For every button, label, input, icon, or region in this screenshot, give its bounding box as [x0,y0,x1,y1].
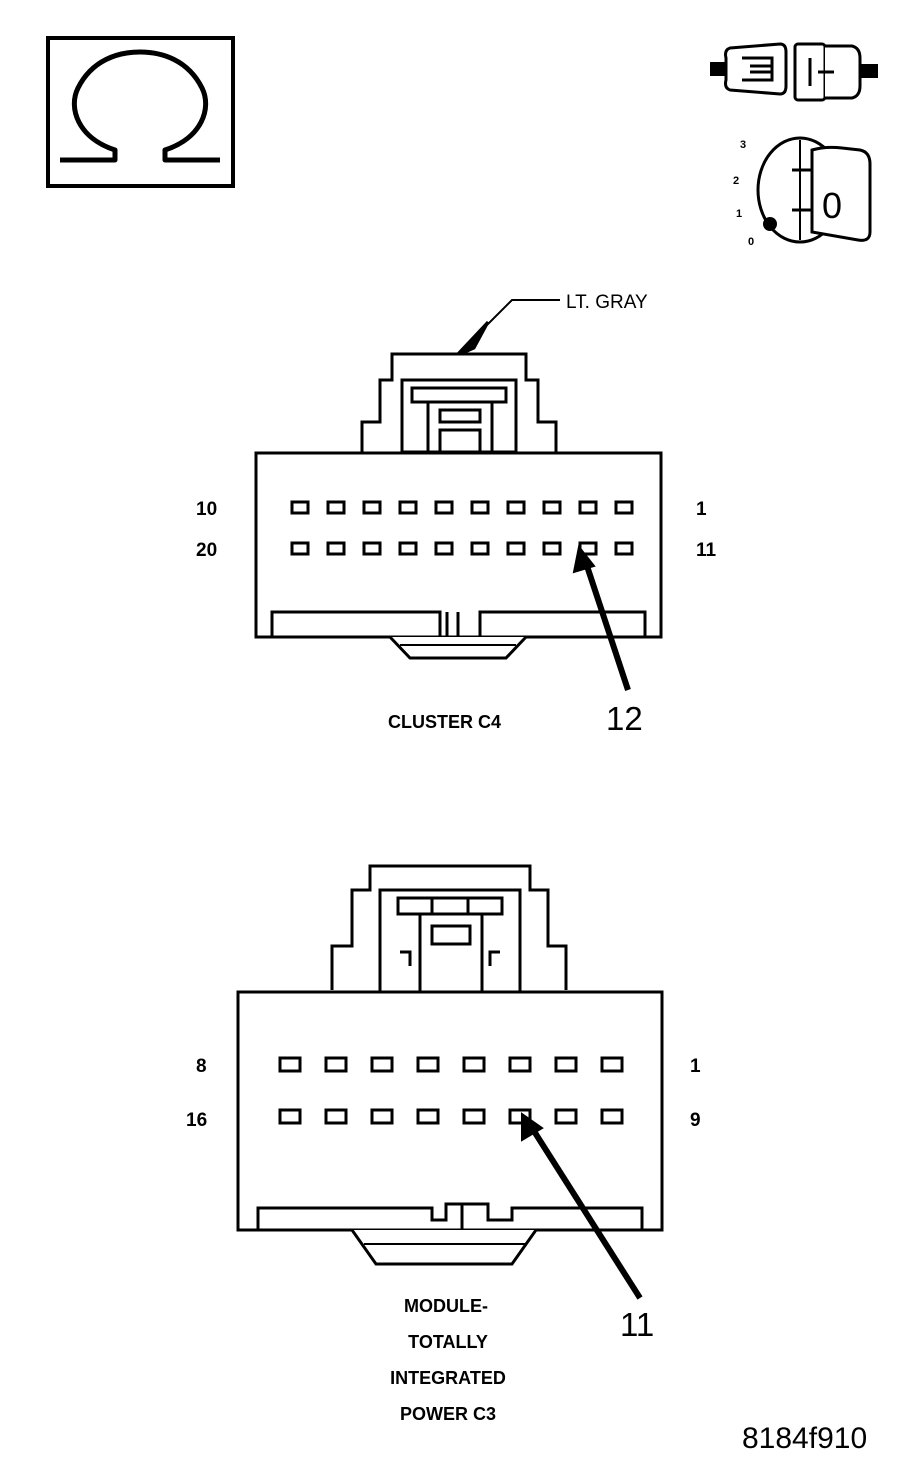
c3-top-pin-cavity-5 [462,1056,486,1073]
c4-caption: CLUSTER C4 [388,712,501,732]
c4-top-pin-cavity-2 [326,500,346,515]
c3-pin-row-top [278,1056,624,1073]
c4-bottom-pin-cavity-2 [326,541,346,556]
cluster-c4-connector: LT. GRAY 10 1 20 11 12 CLUSTER C4 [196,292,717,737]
c4-bottom-pin-cavity-6 [470,541,490,556]
c3-pin-label-16: 16 [186,1110,207,1131]
c3-pin-row-bottom [278,1108,624,1125]
c3-caption-line-4: POWER C3 [400,1404,496,1424]
c3-top-pin-cavity-2 [324,1056,348,1073]
c4-top-pin-cavity-9 [578,500,598,515]
wire-color-label: LT. GRAY [566,292,648,313]
ignition-position-0: 0 [748,236,754,248]
c4-callout-pin: 12 [606,700,643,737]
c4-pin-label-1: 1 [696,499,707,520]
c4-top-pin-cavity-8 [542,500,562,515]
c4-bottom-pin-cavity-4 [398,541,418,556]
c4-top-pin-cavity-1 [290,500,310,515]
c3-top-pin-cavity-4 [416,1056,440,1073]
ignition-position-2: 2 [733,175,739,187]
c4-bottom-pin-cavity-1 [290,541,310,556]
c4-bottom-pin-cavity-5 [434,541,454,556]
c3-top-pin-cavity-6 [508,1056,532,1073]
c4-bottom-pin-cavity-10 [614,541,634,556]
c4-pin-row-top [290,500,634,515]
c3-top-pin-cavity-7 [554,1056,578,1073]
c4-top-pin-cavity-6 [470,500,490,515]
c4-bottom-pin-cavity-3 [362,541,382,556]
ohm-icon [46,36,235,188]
c3-caption-line-3: INTEGRATED [390,1368,506,1388]
c3-bottom-pin-cavity-5 [462,1108,486,1125]
c3-pin-label-8: 8 [196,1056,207,1077]
c4-bottom-pin-cavity-8 [542,541,562,556]
c3-top-pin-cavity-3 [370,1056,394,1073]
c3-callout-arrow [529,1126,643,1300]
c4-top-pin-cavity-10 [614,500,634,515]
ignition-position-1: 1 [736,208,742,220]
c4-callout-arrow [582,559,631,691]
c3-top-pin-cavity-8 [600,1056,624,1073]
c4-top-pin-cavity-7 [506,500,526,515]
c3-pin-label-1: 1 [690,1056,701,1077]
c3-top-pin-cavity-1 [278,1056,302,1073]
c3-bottom-pin-cavity-1 [278,1108,302,1125]
c3-bottom-pin-cavity-8 [600,1108,624,1125]
c3-bottom-pin-cavity-2 [324,1108,348,1125]
c4-top-pin-cavity-3 [362,500,382,515]
ignition-key-label: 0 [822,185,842,226]
c4-bottom-pin-cavity-7 [506,541,526,556]
c3-callout-pin: 11 [620,1306,654,1343]
c4-pin-label-11: 11 [696,540,717,561]
c3-caption-line-1: MODULE- [404,1296,488,1316]
ignition-position-3: 3 [740,139,746,151]
c4-pin-row-bottom [290,541,634,556]
c3-caption-line-2: TOTALLY [408,1332,488,1352]
c4-top-pin-cavity-4 [398,500,418,515]
c3-pin-label-9: 9 [690,1110,701,1131]
c3-bottom-pin-cavity-3 [370,1108,394,1125]
c3-bottom-pin-cavity-4 [416,1108,440,1125]
ignition-key-icon: 3 2 1 0 0 [733,136,872,248]
c4-pin-label-10: 10 [196,499,217,520]
c4-pin-label-20: 20 [196,540,217,561]
c3-bottom-pin-cavity-7 [554,1108,578,1125]
disconnected-connector-icon [710,42,878,102]
tipm-c3-connector: 8 1 16 9 11 MODULE- TOTALLY INTEGRATED P… [186,864,701,1424]
figure-id: 8184f910 [742,1422,867,1455]
c4-top-pin-cavity-5 [434,500,454,515]
